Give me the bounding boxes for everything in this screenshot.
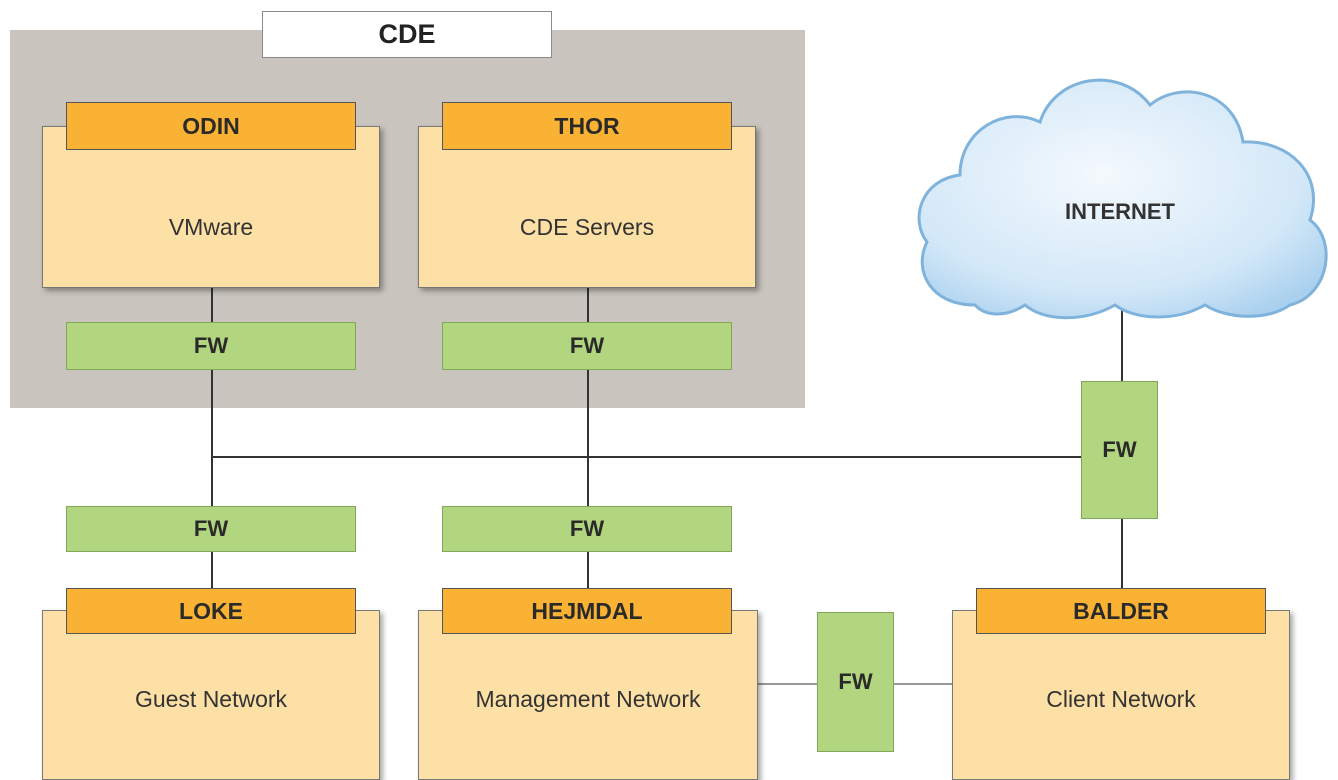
line-odin-fw-bus (211, 370, 213, 506)
line-fw-balder (1121, 518, 1123, 588)
line-hejmdal-fw-link (758, 683, 818, 685)
line-internet-fw (1121, 310, 1123, 382)
cde-title: CDE (262, 11, 552, 58)
node-loke-tab: LOKE (66, 588, 356, 634)
line-thor-fw-bus (587, 370, 589, 506)
node-thor-tab: THOR (442, 102, 732, 150)
node-hejmdal-body: Management Network (475, 685, 701, 712)
node-thor: CDE Servers (418, 126, 756, 288)
line-hejmdal-fw (587, 552, 589, 588)
line-loke-fw (211, 552, 213, 588)
node-balder-body: Client Network (1046, 685, 1196, 712)
cloud-icon (917, 78, 1328, 320)
main-bus-line (211, 456, 1081, 458)
node-balder-tab: BALDER (976, 588, 1266, 634)
node-odin-body: VMware (168, 213, 254, 240)
internet-label: INTERNET (1065, 199, 1175, 224)
firewall-management-client: FW (817, 612, 894, 752)
firewall-hejmdal: FW (442, 506, 732, 552)
node-odin-tab: ODIN (66, 102, 356, 150)
node-hejmdal: Management Network (418, 610, 758, 780)
firewall-thor: FW (442, 322, 732, 370)
node-hejmdal-tab: HEJMDAL (442, 588, 732, 634)
firewall-loke: FW (66, 506, 356, 552)
firewall-internet: FW (1081, 381, 1158, 519)
line-fw-balder-link (893, 683, 953, 685)
node-balder: Client Network (952, 610, 1290, 780)
node-loke-body: Guest Network (134, 685, 288, 712)
node-thor-body: CDE Servers (519, 213, 655, 240)
firewall-odin: FW (66, 322, 356, 370)
line-odin-fw (211, 288, 213, 322)
node-loke: Guest Network (42, 610, 380, 780)
line-thor-fw (587, 288, 589, 322)
node-odin: VMware (42, 126, 380, 288)
